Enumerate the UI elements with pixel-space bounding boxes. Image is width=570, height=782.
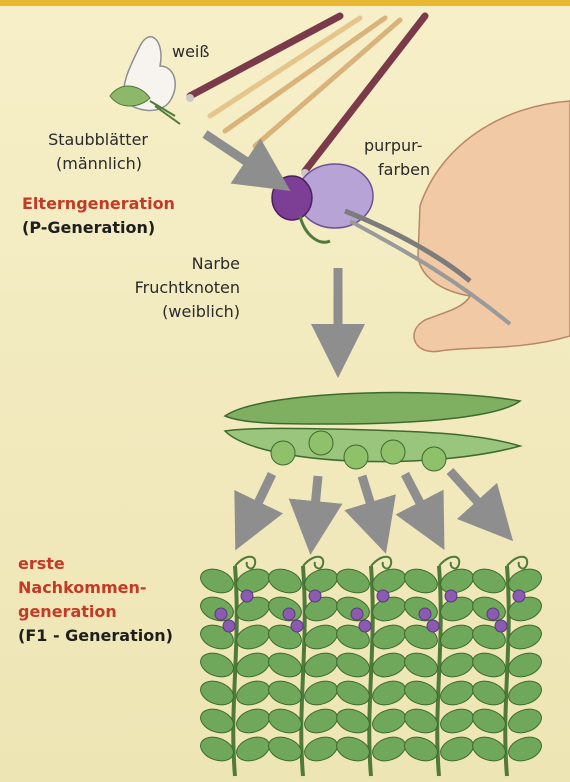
label-p-generation: (P-Generation) [22, 218, 155, 238]
illustration [0, 6, 570, 782]
offspring-plants [197, 557, 544, 776]
label-stigma: Narbe [100, 254, 240, 274]
pea-pod [225, 393, 520, 471]
label-ovary: Fruchtknoten [80, 278, 240, 298]
label-parent-generation: Elterngeneration [22, 194, 175, 214]
pea-plant [333, 557, 408, 776]
label-male: (männlich) [20, 154, 142, 174]
pea-plant [265, 557, 340, 776]
pea-plant [469, 557, 544, 776]
label-female: (weiblich) [80, 302, 240, 322]
label-f1-line2: Nachkommen- [18, 578, 147, 598]
label-f1-line4: (F1 - Generation) [18, 626, 173, 646]
pea-plant [197, 557, 272, 776]
label-f1-line1: erste [18, 554, 65, 574]
label-purple-2: farben [378, 160, 430, 180]
label-stamens: Staubblätter [20, 130, 148, 150]
label-f1-line3: generation [18, 602, 117, 622]
purple-flower [272, 164, 373, 242]
pea-plant [401, 557, 476, 776]
label-purple-1: purpur- [364, 136, 423, 156]
white-flower [110, 37, 180, 124]
label-white: weiß [172, 42, 209, 62]
